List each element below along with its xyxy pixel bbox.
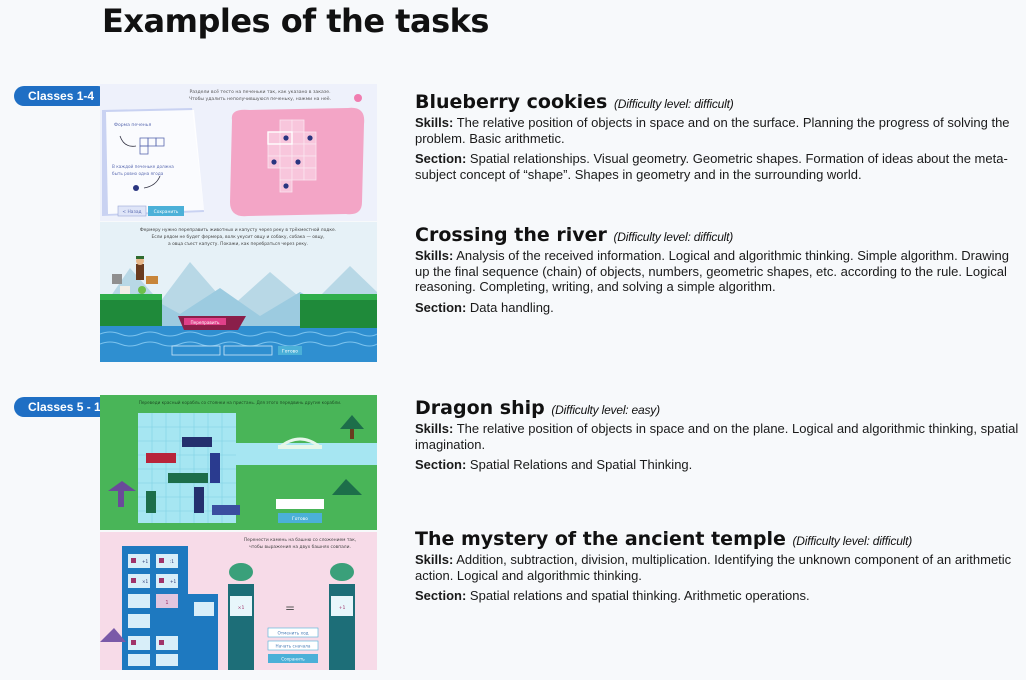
temple-restart-button[interactable]: Начать сначала — [276, 644, 311, 649]
dragon-instruction: Переведи красный корабль со стоянки на п… — [139, 400, 342, 405]
temple-op-1: +1 — [142, 559, 149, 564]
task-title: The mystery of the ancient temple (Diffi… — [415, 528, 1020, 552]
task-title: Blueberry cookies (Difficulty level: dif… — [415, 91, 1020, 115]
skills-label: Skills: — [415, 248, 454, 263]
river-instruction-2: Если рядом не будет фермера, волк укусит… — [151, 233, 324, 240]
task-title: Dragon ship (Difficulty level: easy) — [415, 397, 1020, 421]
task-title-text: Crossing the river — [415, 224, 607, 246]
skills-text: Analysis of the received information. Lo… — [415, 248, 1009, 294]
task-section: Section: Spatial Relations and Spatial T… — [415, 457, 1020, 473]
section-text: Spatial Relations and Spatial Thinking. — [469, 457, 693, 472]
section-label: Section: — [415, 457, 467, 472]
task-title-text: Blueberry cookies — [415, 91, 608, 113]
task-section: Section: Data handling. — [415, 300, 1020, 316]
section-text: Spatial relationships. Visual geometry. … — [415, 151, 1008, 182]
section-label: Section: — [415, 151, 467, 166]
crossing-the-river-thumbnail: Фермеру нужно переправить животных и кап… — [100, 222, 377, 362]
task-skills: Skills: Analysis of the received informa… — [415, 248, 1020, 295]
cookies-back-button[interactable]: < Назад — [122, 209, 141, 215]
section-label: Section: — [415, 588, 467, 603]
task-crossing-the-river: Crossing the river (Difficulty level: di… — [415, 224, 1020, 320]
section-text: Spatial relations and spatial thinking. … — [469, 588, 810, 603]
difficulty-level: (Difficulty level: difficult) — [792, 534, 913, 548]
cookie-note-1: В каждой печеньке должна — [112, 164, 174, 169]
task-skills: Skills: The relative position of objects… — [415, 421, 1020, 452]
difficulty-level: (Difficulty level: difficult) — [613, 97, 734, 111]
task-skills: Skills: The relative position of objects… — [415, 115, 1020, 146]
river-instruction-1: Фермеру нужно переправить животных и кап… — [140, 226, 336, 233]
temple-right-value: +1 — [339, 605, 346, 611]
skills-label: Skills: — [415, 115, 454, 130]
temple-op-3: ×1 — [142, 579, 149, 584]
task-dragon-ship: Dragon ship (Difficulty level: easy) Ski… — [415, 397, 1020, 478]
task-title: Crossing the river (Difficulty level: di… — [415, 224, 1020, 248]
dragon-done-button[interactable]: Готово — [292, 516, 308, 522]
river-instruction-3: а овца съест капусту. Покажи, как перебр… — [168, 240, 308, 247]
temple-op-2: :1 — [170, 559, 174, 564]
river-boat-button[interactable]: Переправить — [190, 320, 220, 325]
cookies-save-button[interactable]: Сохранить — [154, 209, 179, 215]
task-title-text: Dragon ship — [415, 397, 545, 419]
temple-save-button[interactable]: Сохранить — [281, 657, 305, 662]
skills-text: Addition, subtraction, division, multipl… — [415, 552, 1012, 583]
skills-label: Skills: — [415, 421, 454, 436]
temple-op-5: 1 — [165, 600, 168, 606]
temple-instruction-1: Перенести камень на башню со сложением т… — [244, 536, 356, 543]
task-section: Section: Spatial relationships. Visual g… — [415, 151, 1020, 182]
skills-label: Skills: — [415, 552, 454, 567]
temple-equals-sign: = — [285, 601, 295, 615]
difficulty-level: (Difficulty level: difficult) — [613, 230, 734, 244]
classes-5-12-badge: Classes 5 - 12 — [14, 397, 122, 417]
task-ancient-temple: The mystery of the ancient temple (Diffi… — [415, 528, 1020, 609]
task-section: Section: Spatial relations and spatial t… — [415, 588, 1020, 604]
difficulty-level: (Difficulty level: easy) — [551, 403, 660, 417]
task-skills: Skills: Addition, subtraction, division,… — [415, 552, 1020, 583]
task-title-text: The mystery of the ancient temple — [415, 528, 786, 550]
task-blueberry-cookies: Blueberry cookies (Difficulty level: dif… — [415, 91, 1020, 187]
cookies-instruction-1: Раздели всё тесто на печеньки так, как у… — [189, 89, 330, 95]
skills-text: The relative position of objects in spac… — [415, 115, 1010, 146]
skills-text: The relative position of objects in spac… — [415, 421, 1019, 452]
section-label: Section: — [415, 299, 467, 315]
river-done-button[interactable]: Готово — [282, 349, 298, 355]
cookie-note-2: быть ровно одна ягода — [112, 171, 164, 176]
page-title: Examples of the tasks — [102, 2, 489, 40]
dragon-ship-thumbnail: Переведи красный корабль со стоянки на п… — [100, 395, 377, 530]
section-text: Data handling. — [469, 299, 554, 315]
cookie-form-label: Форма печенья — [114, 122, 152, 128]
temple-undo-button[interactable]: Отменить ход — [277, 631, 308, 636]
blueberry-cookies-thumbnail: Раздели всё тесто на печеньки так, как у… — [100, 84, 377, 221]
cookies-instruction-2: Чтобы удалить неполучившуюся печеньку, н… — [189, 96, 331, 102]
temple-left-value: ×1 — [238, 605, 245, 611]
temple-instruction-2: чтобы выражения на двух башнях совпали. — [249, 543, 351, 550]
ancient-temple-thumbnail: Перенести камень на башню со сложением т… — [100, 532, 377, 670]
classes-1-4-badge: Classes 1-4 — [14, 86, 109, 106]
temple-op-4: +1 — [170, 579, 177, 584]
